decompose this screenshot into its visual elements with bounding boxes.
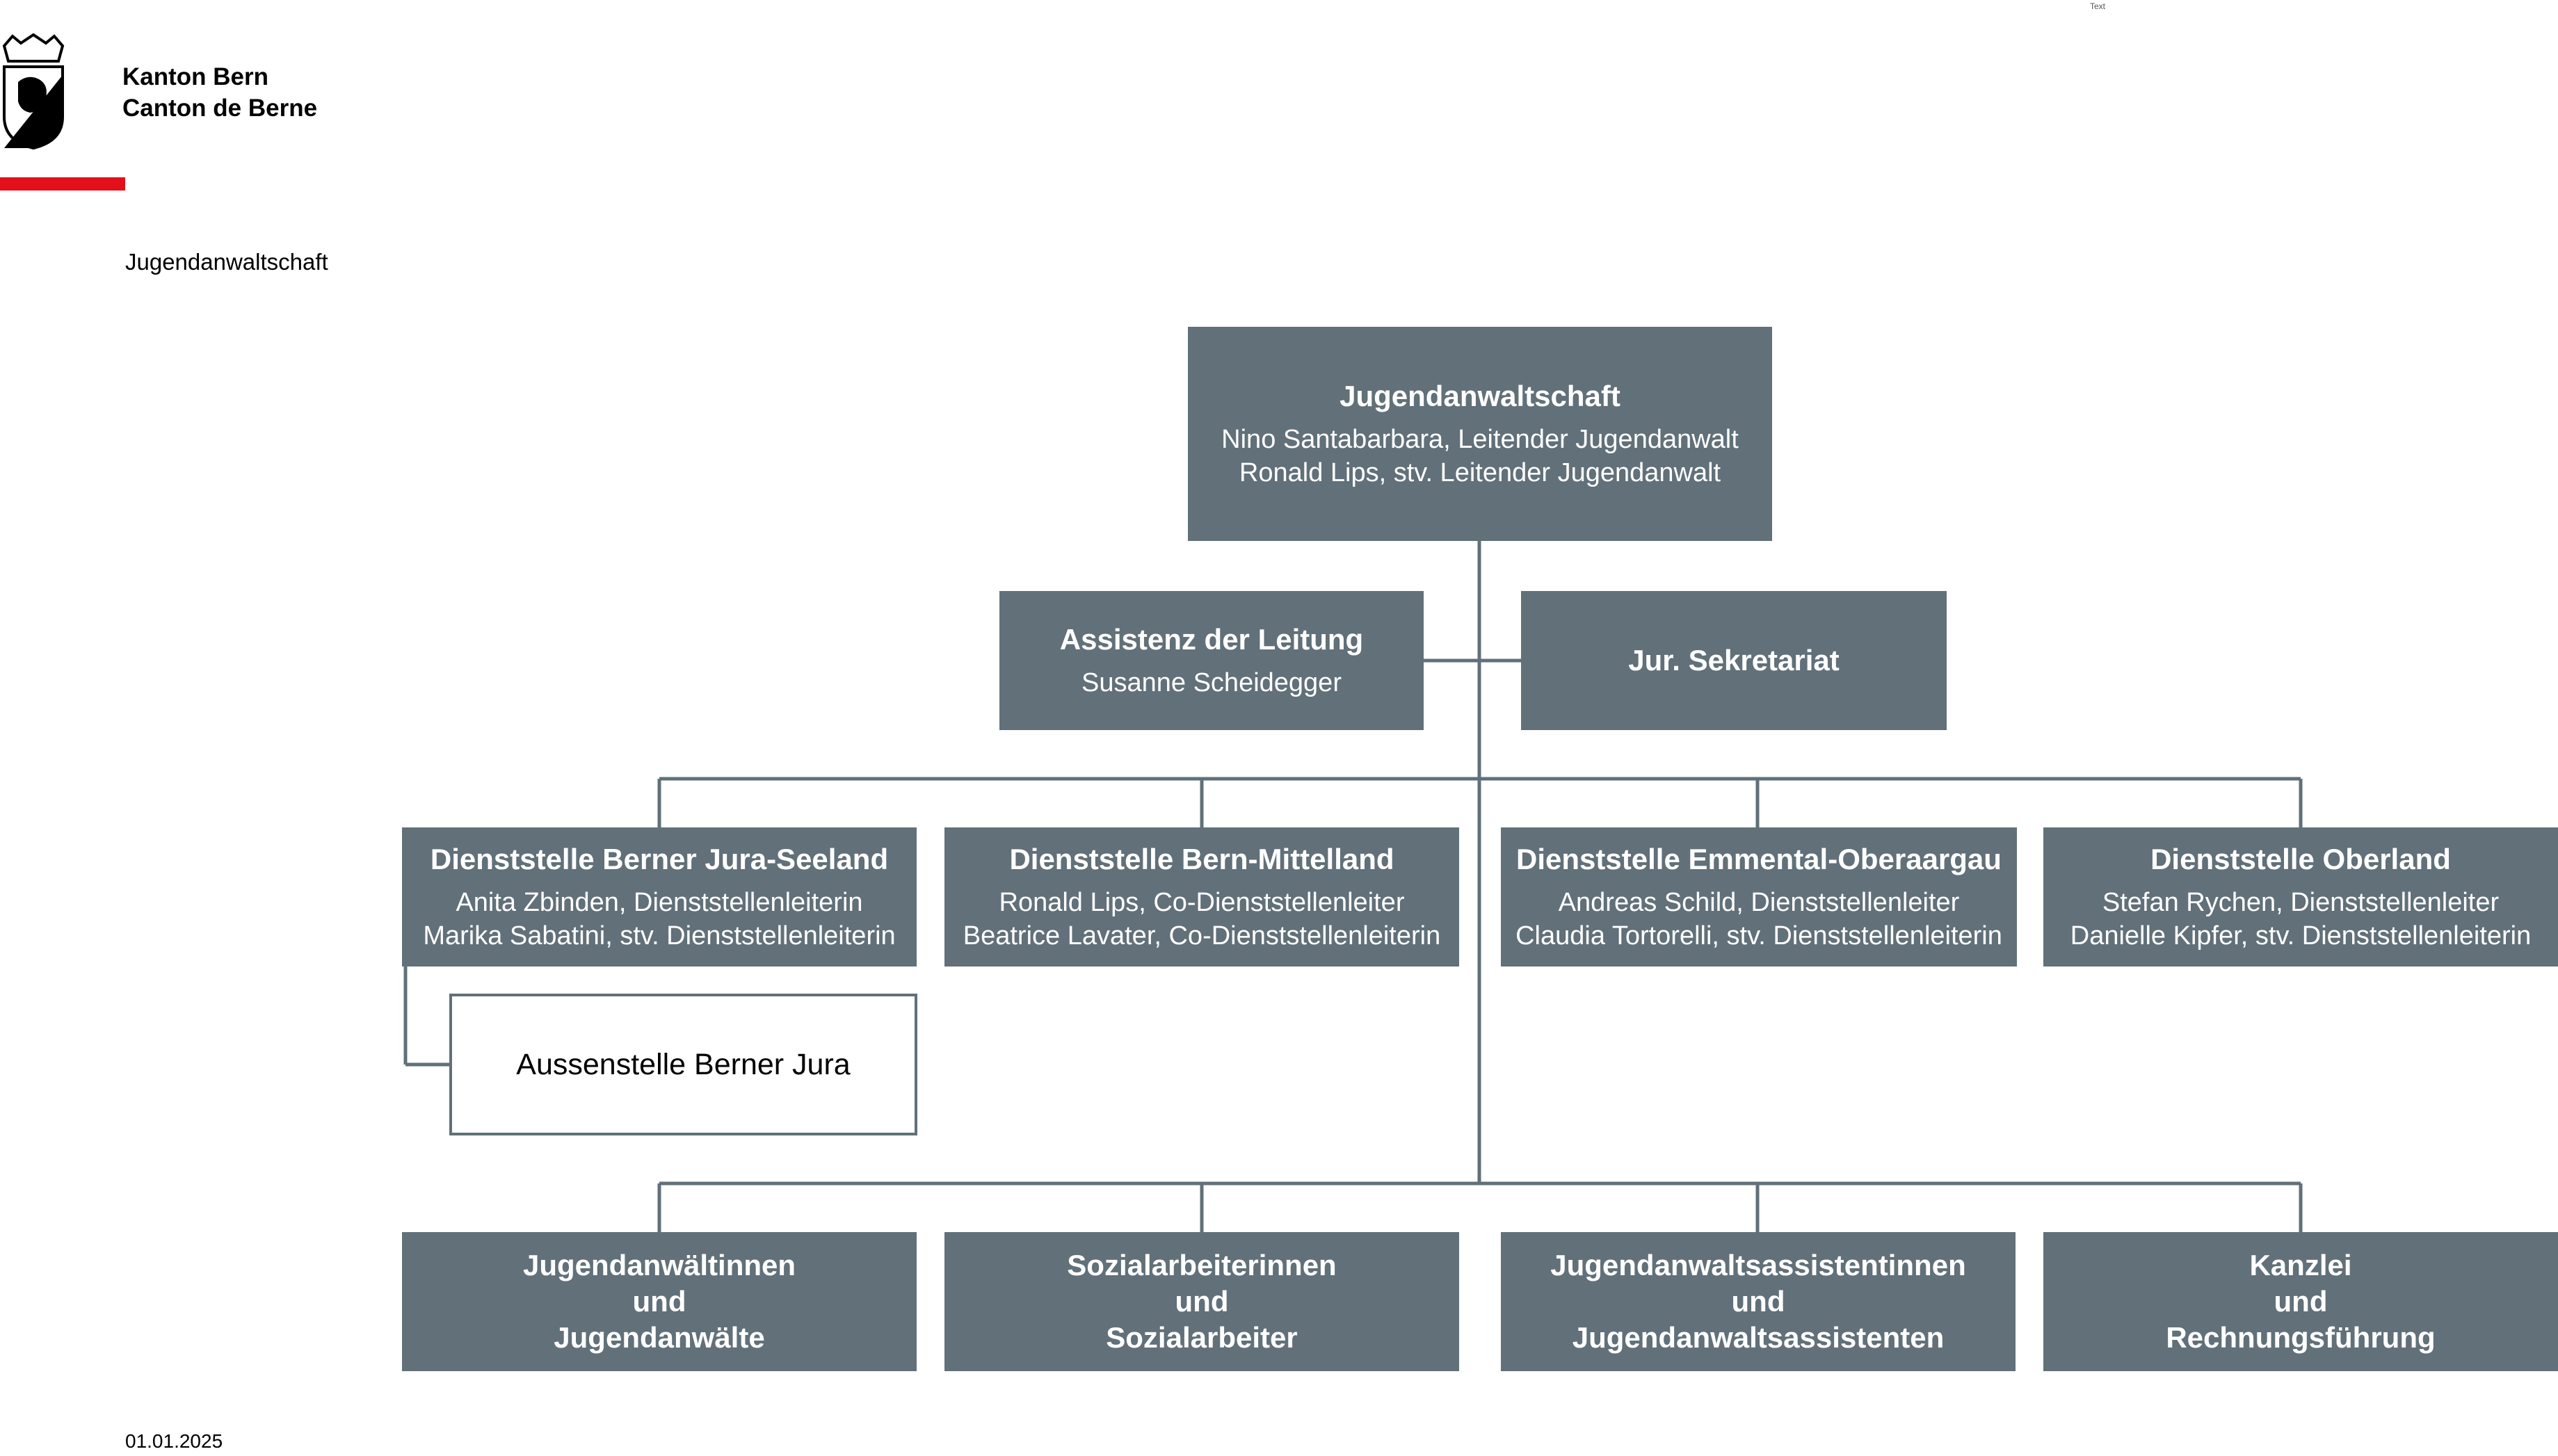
node-title: Jugendanwaltschaft xyxy=(1340,380,1620,412)
node-title-line: und xyxy=(632,1285,686,1318)
placeholder-text: Text xyxy=(2090,1,2106,11)
node-title: Dienststelle Oberland xyxy=(2150,843,2451,875)
node-office-emmental-oberaargau: Dienststelle Emmental-Oberaargau Andreas… xyxy=(1501,827,2017,966)
node-office-jura-seeland: Dienststelle Berner Jura-Seeland Anita Z… xyxy=(402,827,917,966)
node-title-line: Kanzlei xyxy=(2249,1249,2352,1281)
node-title-line: Jugendanwaltsassistenten xyxy=(1572,1321,1945,1354)
node-person: Susanne Scheidegger xyxy=(1081,668,1342,697)
node-title-line: und xyxy=(1175,1285,1229,1318)
node-title: Assistenz der Leitung xyxy=(1059,623,1364,656)
node-role-assistenten: Jugendanwaltsassistentinnen und Jugendan… xyxy=(1501,1232,2016,1371)
node-title: Dienststelle Berner Jura-Seeland xyxy=(430,843,889,875)
org-name-de: Kanton Bern xyxy=(122,63,268,90)
bern-coat-of-arms-icon xyxy=(0,33,67,150)
node-person: Ronald Lips, Co-Dienststellenleiter xyxy=(999,888,1405,917)
node-jur-sekretariat: Jur. Sekretariat xyxy=(1521,591,1947,730)
node-person: Nino Santabarbara, Leitender Jugendanwal… xyxy=(1221,425,1739,454)
node-person: Marika Sabatini, stv. Dienststellenleite… xyxy=(423,921,896,951)
date-stamp: 01.01.2025 xyxy=(125,1430,223,1452)
node-title-line: Jugendanwältinnen xyxy=(522,1249,796,1281)
node-title: Jur. Sekretariat xyxy=(1628,644,1840,677)
node-person: Andreas Schild, Dienststellenleiter xyxy=(1558,888,1960,917)
node-title: Dienststelle Bern-Mittelland xyxy=(1009,843,1394,875)
node-title-line: Sozialarbeiterinnen xyxy=(1067,1249,1337,1281)
node-title-line: Sozialarbeiter xyxy=(1106,1321,1298,1354)
node-role-kanzlei: Kanzlei und Rechnungsführung xyxy=(2043,1232,2558,1371)
node-title-line: und xyxy=(2274,1285,2328,1318)
node-title-line: Jugendanwaltsassistentinnen xyxy=(1550,1249,1966,1281)
node-person: Danielle Kipfer, stv. Dienststellenleite… xyxy=(2070,921,2532,951)
node-office-oberland: Dienststelle Oberland Stefan Rychen, Die… xyxy=(2043,827,2558,966)
node-person: Ronald Lips, stv. Leitender Jugendanwalt xyxy=(1239,458,1721,487)
node-role-sozialarbeiter: Sozialarbeiterinnen und Sozialarbeiter xyxy=(944,1232,1459,1371)
node-person: Anita Zbinden, Dienststellenleiterin xyxy=(456,888,863,917)
node-title: Dienststelle Emmental-Oberaargau xyxy=(1516,843,2002,875)
node-jugendanwaltschaft: Jugendanwaltschaft Nino Santabarbara, Le… xyxy=(1188,327,1772,541)
node-title-line: und xyxy=(1731,1285,1785,1318)
node-role-jugendanwaelte: Jugendanwältinnen und Jugendanwälte xyxy=(402,1232,917,1371)
org-name: Kanton Bern Canton de Berne xyxy=(122,61,317,124)
node-assistenz: Assistenz der Leitung Susanne Scheidegge… xyxy=(999,591,1424,730)
node-title-line: Jugendanwälte xyxy=(554,1321,765,1354)
node-person: Claudia Tortorelli, stv. Dienststellenle… xyxy=(1515,921,2002,951)
node-person: Beatrice Lavater, Co-Dienststellenleiter… xyxy=(963,921,1441,951)
accent-bar xyxy=(0,177,125,191)
unit-name: Jugendanwaltschaft xyxy=(125,249,328,275)
node-title-line: Rechnungsführung xyxy=(2166,1321,2436,1354)
node-office-bern-mittelland: Dienststelle Bern-Mittelland Ronald Lips… xyxy=(944,827,1459,966)
node-person: Stefan Rychen, Dienststellenleiter xyxy=(2102,888,2500,917)
org-name-fr: Canton de Berne xyxy=(122,95,318,122)
node-title: Aussenstelle Berner Jura xyxy=(516,1047,851,1081)
node-aussenstelle-berner-jura: Aussenstelle Berner Jura xyxy=(449,994,917,1135)
